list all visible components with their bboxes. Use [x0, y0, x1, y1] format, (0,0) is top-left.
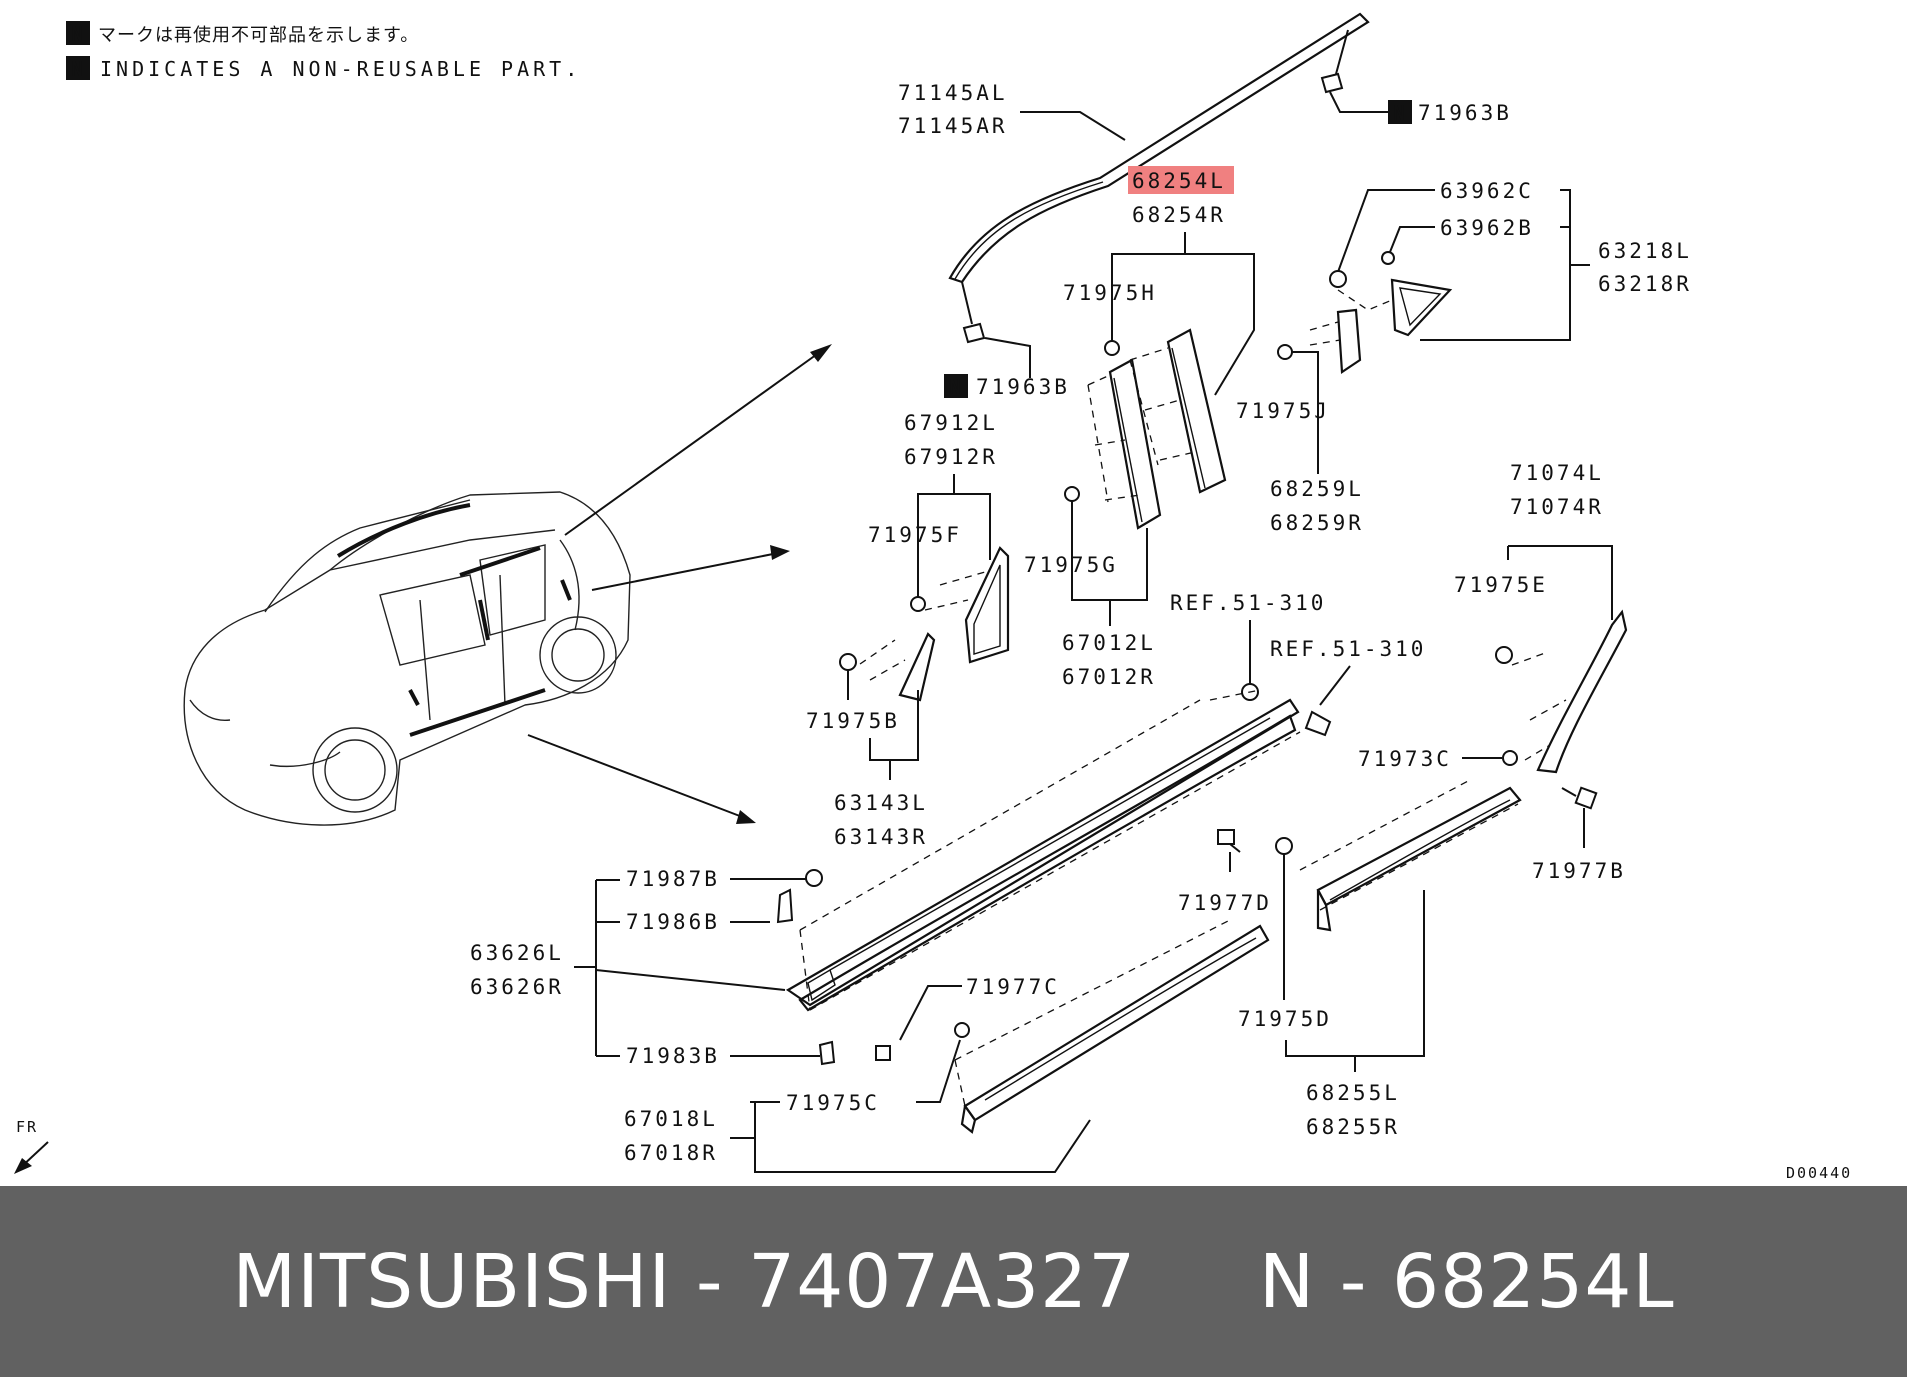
label-63962B: 63962B: [1440, 216, 1534, 240]
roof-molding: [948, 12, 1370, 284]
label-67018R: 67018R: [624, 1141, 718, 1165]
svg-text:N: N: [1393, 101, 1405, 125]
label-67912L: 67912L: [904, 411, 998, 435]
diagram-code: D00440: [1786, 1164, 1852, 1182]
wheel-arch-71074: [1511, 609, 1628, 774]
legend-note-jp: マークは再使用不可部品を示します。: [98, 25, 419, 46]
pillar-garnish-68254: [1129, 328, 1227, 494]
label-71963B-left: 71963B: [976, 375, 1070, 399]
n-symbol-icon: N: [1388, 100, 1412, 125]
label-71074L: 71074L: [1510, 461, 1604, 485]
front-direction-label: FR: [16, 1118, 38, 1136]
label-71975B: 71975B: [806, 709, 900, 733]
label-68255L: 68255L: [1306, 1081, 1400, 1105]
parts-diagram: N マークは再使用不可部品を示します。 N INDICATES A NON-RE…: [14, 12, 1852, 1182]
label-71977D: 71977D: [1178, 891, 1272, 915]
label-68259R: 68259R: [1270, 511, 1364, 535]
bolt-icon: [875, 1045, 891, 1061]
label-68254R: 68254R: [1132, 203, 1226, 227]
triangle-garnish-63218: [1337, 278, 1453, 337]
label-71977B: 71977B: [1532, 859, 1626, 883]
footer-title: MITSUBISHI - 7407A327 N - 68254L: [232, 1238, 1675, 1325]
n-symbol-icon: N: [66, 56, 90, 81]
label-63143L: 63143L: [834, 791, 928, 815]
legend-note-en: INDICATES A NON-REUSABLE PART.: [100, 57, 581, 81]
screw-icon: [1561, 786, 1598, 810]
side-sill-garnish-63626: [785, 689, 1301, 1012]
label-71983B: 71983B: [626, 1044, 720, 1068]
label-71975D: 71975D: [1238, 1007, 1332, 1031]
vehicle-outline-icon: [183, 491, 631, 826]
callout-arrow-icon: [527, 344, 832, 824]
garnish-63143: [859, 632, 936, 702]
label-71975E: 71975E: [1454, 573, 1548, 597]
label-67012L: 67012L: [1062, 631, 1156, 655]
rear-garnish-68255: [1299, 779, 1522, 932]
label-63143R: 63143R: [834, 825, 928, 849]
label-71975C: 71975C: [786, 1091, 880, 1115]
label-71074R: 71074R: [1510, 495, 1604, 519]
label-63962C: 63962C: [1440, 179, 1534, 203]
label-71145AR: 71145AR: [898, 114, 1008, 138]
label-ref-51-310-b: REF.51-310: [1270, 637, 1426, 661]
label-71973C: 71973C: [1358, 747, 1452, 771]
label-63626R: 63626R: [470, 975, 564, 999]
garnish-68259: [1309, 308, 1362, 374]
front-garnish-67018: [954, 919, 1270, 1134]
svg-text:N: N: [71, 22, 83, 46]
label-71975F: 71975F: [868, 523, 962, 547]
label-63626L: 63626L: [470, 941, 564, 965]
label-71963B-top: 71963B: [1418, 101, 1512, 125]
corner-garnish-67912: [924, 546, 1010, 664]
footer-bar: MITSUBISHI - 7407A327 N - 68254L: [0, 1186, 1907, 1377]
svg-text:N: N: [949, 375, 961, 399]
label-71975J: 71975J: [1236, 399, 1330, 423]
label-63218R: 63218R: [1598, 272, 1692, 296]
front-arrow-icon: [14, 1141, 49, 1174]
label-67018L: 67018L: [624, 1107, 718, 1131]
label-71145AL: 71145AL: [898, 81, 1008, 105]
svg-text:N: N: [71, 57, 83, 81]
label-ref-51-310-a: REF.51-310: [1170, 591, 1326, 615]
pillar-garnish-67012: [1087, 358, 1162, 530]
n-symbol-icon: N: [944, 374, 968, 399]
label-71986B: 71986B: [626, 910, 720, 934]
label-71975H: 71975H: [1063, 281, 1157, 305]
label-71987B: 71987B: [626, 867, 720, 891]
label-71975G: 71975G: [1024, 553, 1118, 577]
label-68259L: 68259L: [1270, 477, 1364, 501]
label-67012R: 67012R: [1062, 665, 1156, 689]
label-68255R: 68255R: [1306, 1115, 1400, 1139]
bolt-icon: [1217, 829, 1241, 853]
n-symbol-icon: N: [66, 21, 90, 46]
label-68254L: 68254L: [1132, 169, 1226, 193]
highlight-68254L: [1128, 166, 1234, 194]
label-67912R: 67912R: [904, 445, 998, 469]
label-71977C: 71977C: [966, 975, 1060, 999]
label-63218L: 63218L: [1598, 239, 1692, 263]
